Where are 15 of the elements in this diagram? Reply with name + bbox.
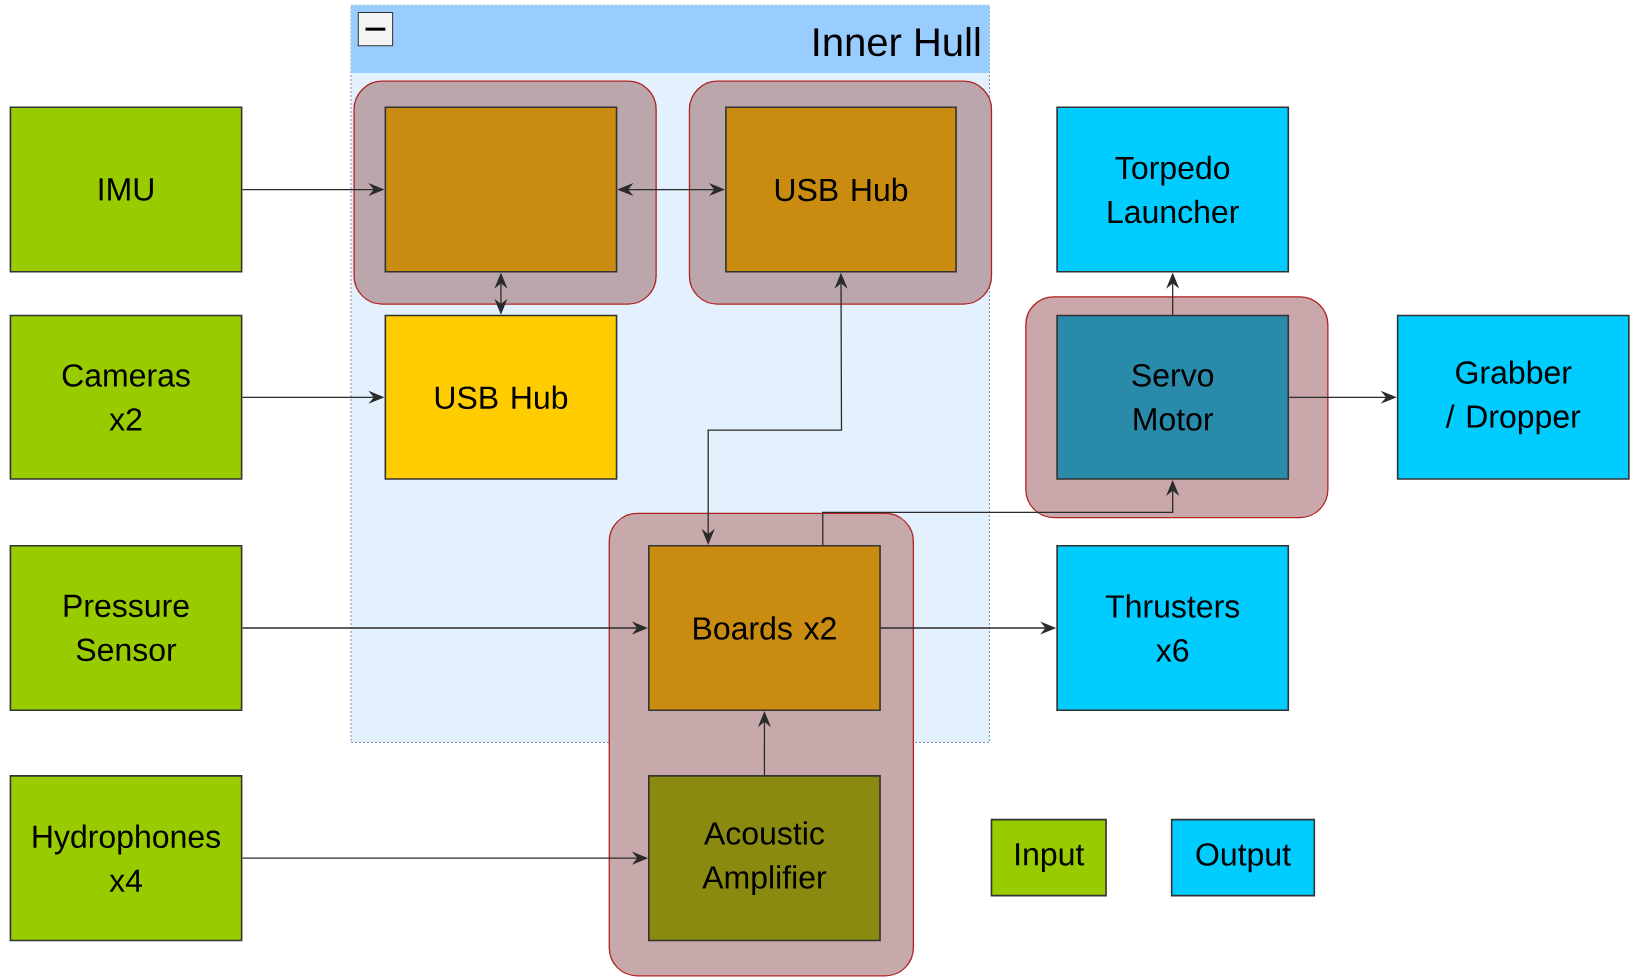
hub-box: USB Hub [725,106,957,273]
input-box: Pressure Sensor [9,544,243,712]
hub-box: USB Hub [384,314,618,480]
output-box: Torpedo Launcher [1056,106,1290,273]
servo-box: Servo Motor [1056,314,1290,480]
legend-label: Input [1016,843,1085,872]
board-box: Boards x2 [648,544,881,712]
amplifier-box: Acoustic Amplifier [648,775,881,942]
computer-box [384,106,618,273]
input-box: Cameras x2 [9,314,243,480]
output-box: Thrusters x6 [1056,544,1290,712]
legend-label: Output [1196,843,1291,873]
output-box: Grabber / Dropper [1396,314,1630,480]
input-box: Hydrophones x4 [9,775,243,942]
input-box: IMU [9,106,243,273]
